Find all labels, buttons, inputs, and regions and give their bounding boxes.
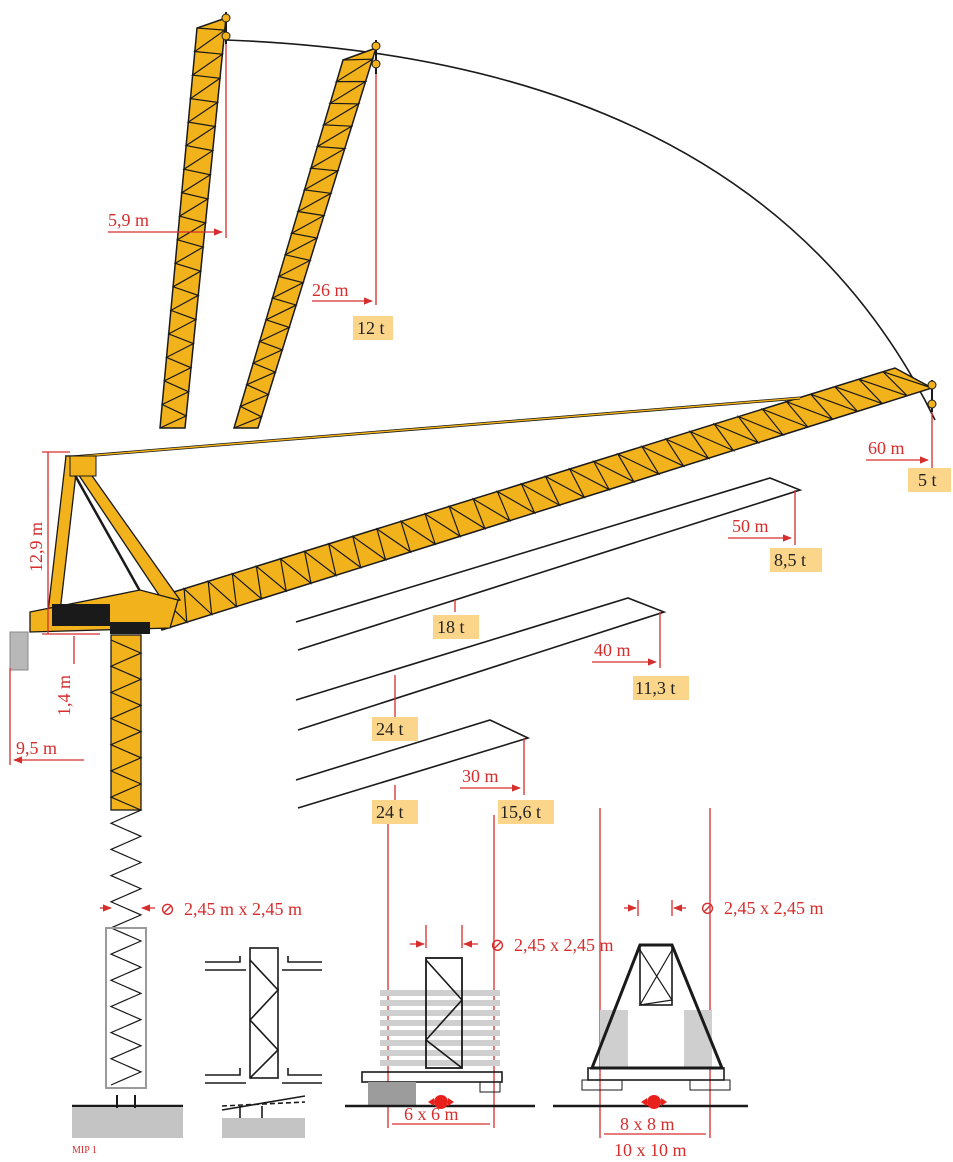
load-box-24t-a xyxy=(372,717,418,741)
hook-steep-1 xyxy=(221,12,231,44)
label-30m: 30 m xyxy=(462,766,499,786)
dimension-lines xyxy=(9,44,933,1138)
label-8-5t: 8,5 t xyxy=(774,550,806,570)
label-15-6t: 15,6 t xyxy=(500,802,541,822)
load-box-11-3t xyxy=(633,676,689,700)
label-9-5m: 9,5 m xyxy=(16,738,57,758)
jib-steep-2 xyxy=(232,46,378,429)
label-60m: 60 m xyxy=(868,438,905,458)
label-26m: 26 m xyxy=(312,280,349,300)
load-box-12t xyxy=(353,316,393,340)
label-5-9m: 5,9 m xyxy=(108,210,149,230)
label-11-3t: 11,3 t xyxy=(635,678,675,698)
load-box-5t xyxy=(908,468,951,492)
square-section-icon: ⊘ xyxy=(490,935,505,955)
label-12t: 12 t xyxy=(357,318,385,338)
base-centre-icon xyxy=(434,1095,448,1109)
label-base-section-1: 2,45 x 2,45 m xyxy=(514,935,614,955)
jib-main xyxy=(146,367,937,631)
base-cross-small xyxy=(345,957,535,1109)
label-8x8m: 8 x 8 m xyxy=(620,1114,675,1134)
figure-code: MIP 1 xyxy=(72,1145,97,1156)
capacity-outline-30 xyxy=(295,719,531,809)
climbing-frame xyxy=(205,947,322,1138)
label-12-9m: 12,9 m xyxy=(26,522,46,572)
base-centre-icon xyxy=(647,1095,661,1109)
load-box-18t xyxy=(433,615,479,639)
hook-steep-2 xyxy=(371,40,381,74)
label-50m: 50 m xyxy=(732,516,769,536)
tower-mast xyxy=(72,634,183,1138)
capacity-outline-50 xyxy=(295,477,803,651)
label-40m: 40 m xyxy=(594,640,631,660)
load-box-15-6t xyxy=(498,800,554,824)
label-5t: 5 t xyxy=(918,470,937,490)
label-18t: 18 t xyxy=(437,617,465,637)
label-6x6m: 6 x 6 m xyxy=(404,1104,459,1124)
label-24t-a: 24 t xyxy=(376,719,404,739)
label-base-section-2: 2,45 x 2,45 m xyxy=(724,898,824,918)
a-frame xyxy=(9,455,182,671)
label-24t-b: 24 t xyxy=(376,802,404,822)
capacity-outline-40 xyxy=(295,597,667,731)
label-10x10m: 10 x 10 m xyxy=(614,1140,687,1160)
jib-steep-1 xyxy=(159,16,227,429)
label-1-4m: 1,4 m xyxy=(54,675,74,716)
load-box-8-5t xyxy=(770,548,822,572)
square-section-icon: ⊘ xyxy=(160,899,175,919)
square-section-icon: ⊘ xyxy=(700,898,715,918)
pendant-tie-inner xyxy=(71,397,801,458)
base-rail xyxy=(553,943,748,1109)
load-box-24t-b xyxy=(372,800,418,824)
label-mast-section: 2,45 m x 2,45 m xyxy=(184,899,302,919)
